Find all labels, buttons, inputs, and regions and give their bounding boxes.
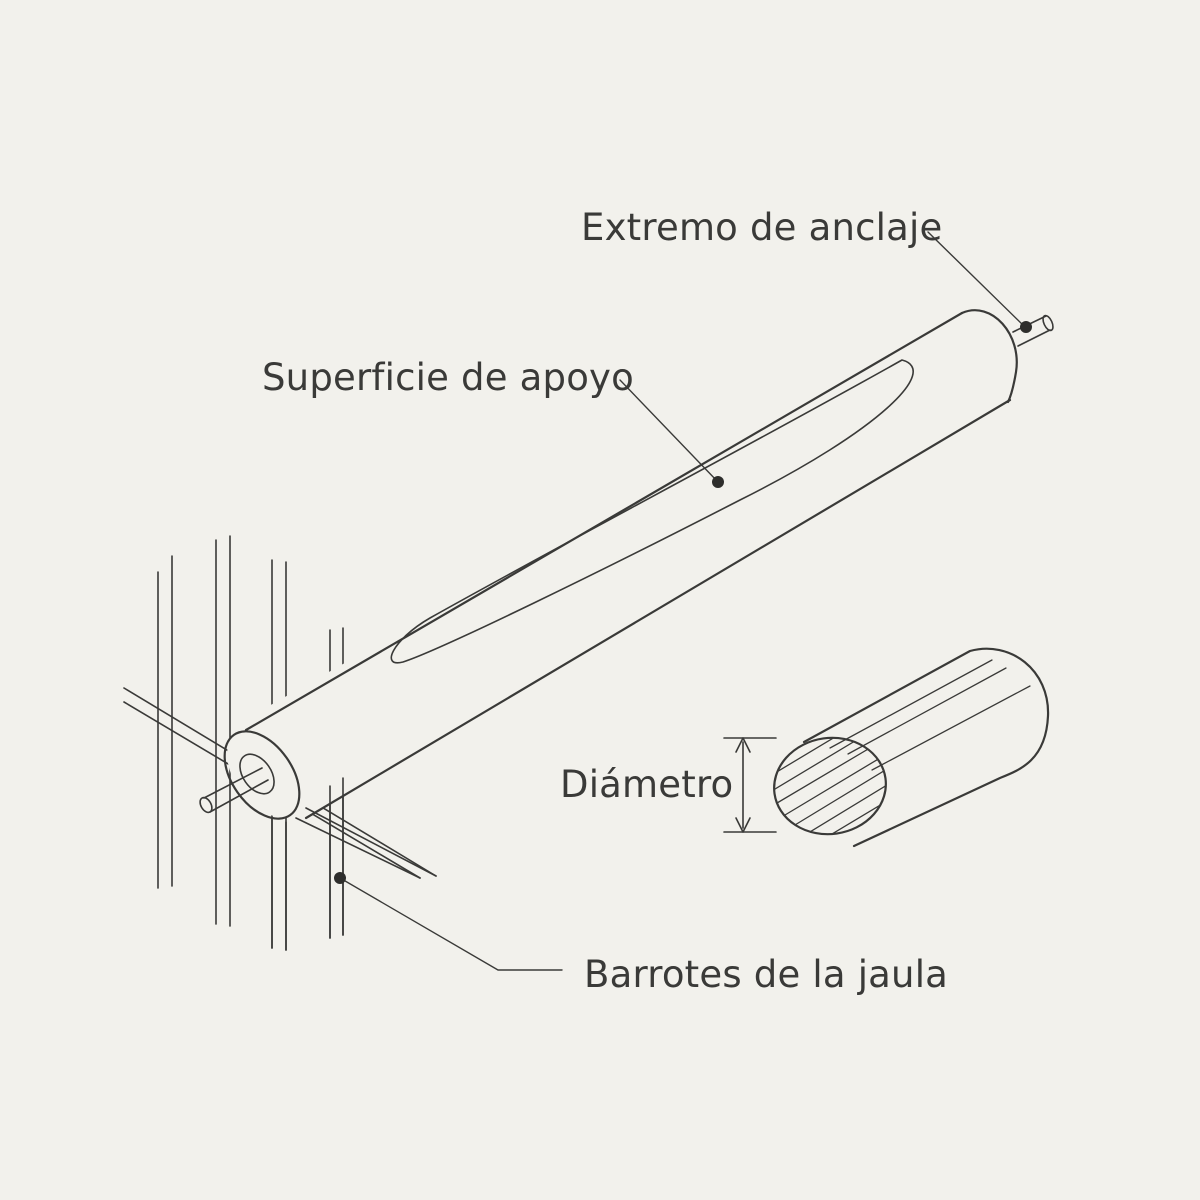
label-diameter: Diámetro (560, 763, 733, 806)
leader-lines (339, 231, 1027, 971)
perch-near-end-cap (223, 730, 301, 820)
cross-section-face (773, 736, 887, 836)
perch (199, 309, 1054, 820)
diameter-dimension (723, 737, 777, 833)
label-cage-bars: Barrotes de la jaula (584, 953, 948, 996)
bearing-surface-marker (712, 476, 724, 488)
cross-section (769, 647, 1050, 848)
cross-section-surface-lines (829, 659, 1031, 771)
perch-body-outline (244, 309, 1018, 820)
cage-bars-marker (334, 872, 346, 884)
bearing-surface-highlight (390, 359, 914, 664)
cage-bars-front (271, 777, 437, 951)
right-anchor-peg (1012, 314, 1054, 347)
label-bearing-surface: Superficie de apoyo (262, 356, 634, 399)
label-anchor-end: Extremo de anclaje (581, 206, 942, 249)
cross-section-body (802, 647, 1050, 848)
anchor-end-marker (1020, 321, 1032, 333)
left-anchor-peg (199, 767, 269, 814)
perch-near-end-inner (239, 753, 275, 795)
